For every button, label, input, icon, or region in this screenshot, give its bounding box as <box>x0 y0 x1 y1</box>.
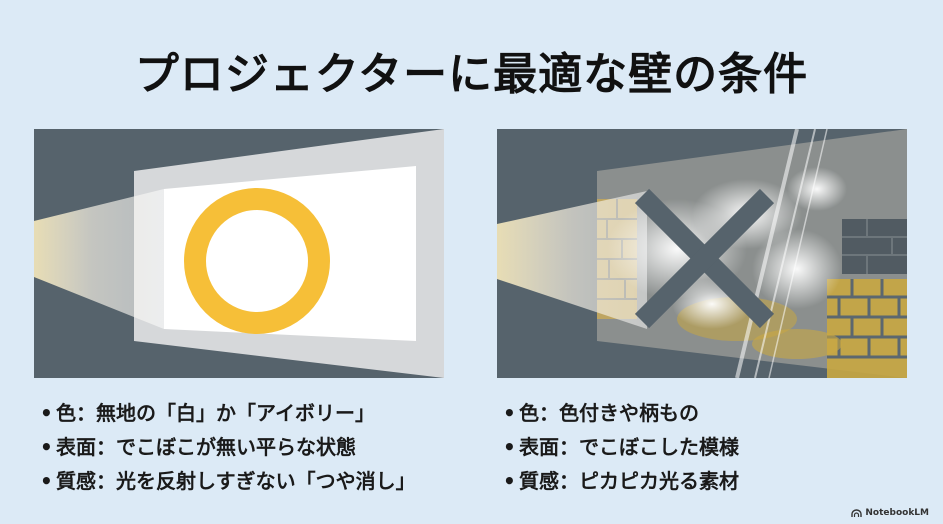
list-item: •表面：でこぼこが無い平らな状態 <box>40 430 416 464</box>
list-item: •表面：でこぼこした模様 <box>503 430 739 464</box>
good-wall-illustration <box>34 129 444 378</box>
bullet-dot: • <box>503 435 516 459</box>
bullet-dot: • <box>503 469 516 493</box>
list-item: •色：無地の「白」か「アイボリー」 <box>40 396 416 430</box>
cross-ng-icon <box>634 188 775 329</box>
brick-pattern <box>827 219 907 378</box>
light-beam <box>497 191 647 329</box>
bad-wall-conditions: •色：色付きや柄もの •表面：でこぼこした模様 •質感：ピカピカ光る素材 <box>503 396 739 498</box>
circle-ok-icon <box>184 188 330 334</box>
light-beam <box>34 189 164 329</box>
bullet-dot: • <box>40 401 53 425</box>
page-title: プロジェクターに最適な壁の条件 <box>134 49 809 100</box>
notebooklm-logo: NotebookLM <box>851 508 929 518</box>
shine-streaks <box>735 129 828 378</box>
list-item: •色：色付きや柄もの <box>503 396 739 430</box>
bullet-dot: • <box>503 401 516 425</box>
notebooklm-logo-icon <box>851 508 863 517</box>
good-wall-conditions: •色：無地の「白」か「アイボリー」 •表面：でこぼこが無い平らな状態 •質感：光… <box>40 396 416 498</box>
bad-wall-illustration <box>497 129 907 378</box>
bullet-dot: • <box>40 435 53 459</box>
bullet-dot: • <box>40 469 53 493</box>
list-item: •質感：ピカピカ光る素材 <box>503 464 739 498</box>
list-item: •質感：光を反射しすぎない「つや消し」 <box>40 464 416 498</box>
